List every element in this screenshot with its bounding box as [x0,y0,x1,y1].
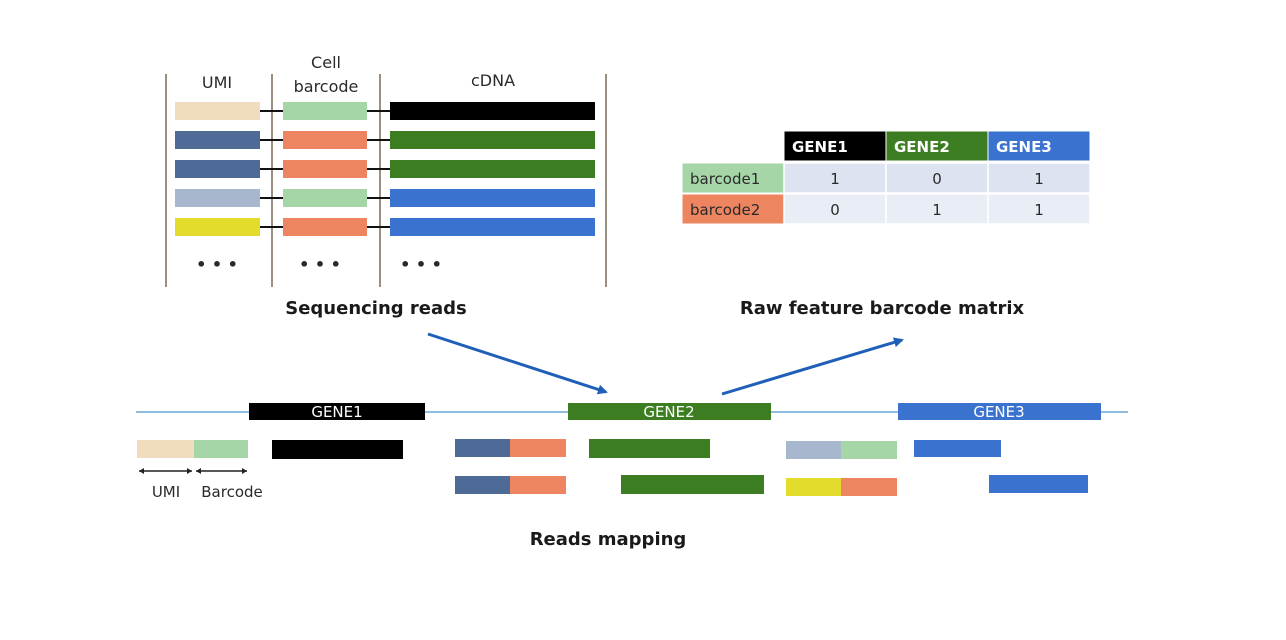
gene2-label: GENE2 [643,403,694,421]
matrix-column-header: GENE3 [987,130,1091,162]
gene2-bar [568,403,771,420]
matrix-cell-value: 0 [932,170,942,188]
gene1-bar [249,403,425,420]
umi-segment [175,160,260,178]
matrix-column-header: GENE2 [885,130,989,162]
legend-umi-label: UMI [152,483,180,501]
barcode-segment [283,102,367,120]
sequencing-reads-title: Sequencing reads [285,298,467,319]
cell-barcode-header-line1: Cell [311,53,341,72]
cdna-segment [390,189,595,207]
sequencing-read-row [175,189,595,207]
gene2-read1-umi [455,439,510,457]
cdna-segment [390,131,595,149]
gene-block: GENE2 [568,403,771,421]
gene1-label: GENE1 [311,403,362,421]
column-header-label: GENE2 [894,138,950,156]
matrix-cell-value: 1 [830,170,840,188]
cdna-segment [390,102,595,120]
barcode-ellipsis: • • • [299,255,341,274]
gene3-read1-cdna [914,440,1001,457]
cdna-header: cDNA [471,71,515,90]
arrow-mapping-to-matrix [721,337,904,396]
sequencing-read-row [175,218,595,236]
barcode-matrix-table: GENE1 GENE2 GENE3 barcode1 1 0 1 barcode2 0 1 1 [681,130,1091,225]
row-label-cell [681,193,785,225]
sequencing-reads-panel: UMI Cell barcode cDNA • • • • • • • • • … [165,53,607,319]
gene-block: GENE3 [898,403,1101,421]
barcode-segment [283,189,367,207]
gene3-label: GENE3 [973,403,1024,421]
umi-ellipsis: • • • [196,255,238,274]
matrix-title: Raw feature barcode matrix [740,298,1025,319]
gene-block: GENE1 [249,403,425,421]
matrix-cell [987,162,1091,194]
row-label: barcode1 [690,170,760,188]
gene2-read1-cdna [589,439,710,458]
matrix-cell-value: 0 [830,201,840,219]
gene2-read2-barcode [510,476,566,494]
matrix-row: barcode2 0 1 1 [681,193,1091,225]
reads-mapping-panel: GENE1 GENE2 GENE3 UMI Barcode [136,403,1128,550]
barcode-matrix-panel: GENE1 GENE2 GENE3 barcode1 1 0 1 barcode2 0 1 1 Ra… [681,130,1091,319]
column-header-cell [987,130,1091,162]
reads-mapping-title: Reads mapping [530,529,687,550]
sequencing-read-rows [175,102,595,236]
gene2-read1-barcode [510,439,566,457]
matrix-column-header: GENE1 [783,130,887,162]
gene2-read2-cdna [621,475,764,494]
matrix-cell-value: 1 [1034,201,1044,219]
sequencing-read-row [175,131,595,149]
matrix-cell [885,162,989,194]
column-header-label: GENE3 [996,138,1052,156]
matrix-cell [885,193,989,225]
barcode-segment [283,160,367,178]
matrix-cell [987,193,1091,225]
umi-segment [175,102,260,120]
gene3-read1-umi [786,441,841,459]
matrix-cell-value: 1 [932,201,942,219]
cdna-segment [390,218,595,236]
arrow-reads-to-mapping [427,332,608,395]
umi-segment [175,189,260,207]
umi-header: UMI [202,73,232,92]
matrix-cell-value: 1 [1034,170,1044,188]
cell-barcode-header-line2: barcode [294,77,359,96]
legend-barcode-label: Barcode [201,483,263,501]
barcode-segment [283,218,367,236]
legend-barcode-segment [194,440,248,458]
column-header-label: GENE1 [792,138,848,156]
gene2-read2-umi [455,476,510,494]
gene3-read1-barcode [841,441,897,459]
sequencing-read-row [175,102,595,120]
sequencing-read-row [175,160,595,178]
matrix-row: barcode1 1 0 1 [681,162,1091,194]
row-label: barcode2 [690,201,760,219]
cdna-ellipsis: • • • [400,255,442,274]
gene3-bar [898,403,1101,420]
cdna-segment [390,160,595,178]
legend-umi-segment [137,440,194,458]
gene1-read-cdna [272,440,403,459]
gene3-read2-barcode [841,478,897,496]
umi-segment [175,218,260,236]
gene3-read2-cdna [989,475,1088,493]
umi-segment [175,131,260,149]
gene3-read2-umi [786,478,841,496]
barcode-segment [283,131,367,149]
